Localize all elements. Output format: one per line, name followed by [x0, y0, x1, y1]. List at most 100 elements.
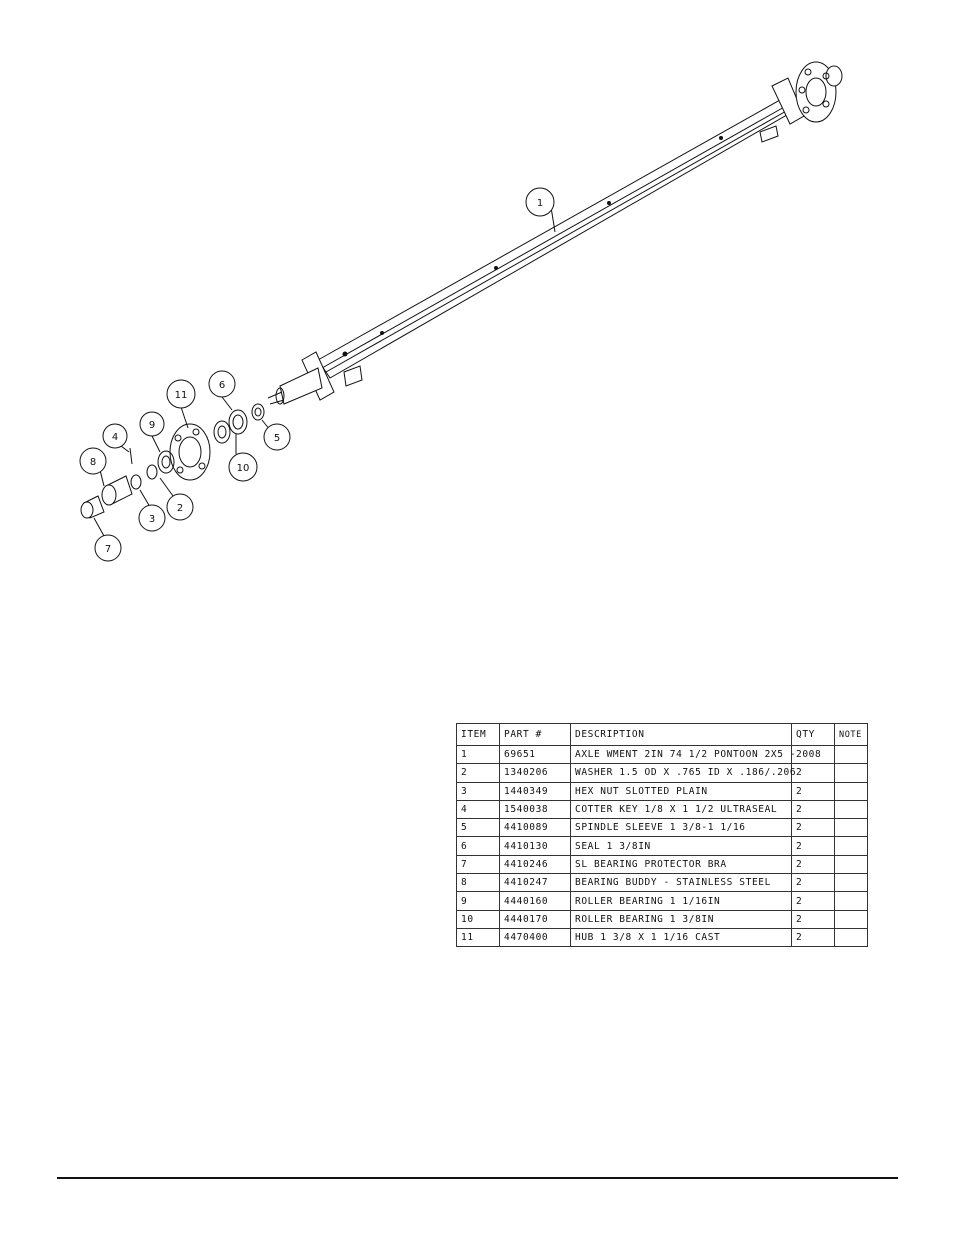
svg-text:7: 7 [105, 544, 111, 555]
table-row: 5 4410089 SPINDLE SLEEVE 1 3/8-1 1/16 2 [456, 818, 868, 838]
bom-description: ROLLER BEARING 1 1/16IN [570, 891, 792, 911]
bom-note [834, 818, 868, 838]
callout-3: 3 [138, 504, 166, 532]
bom-part: 4470400 [499, 927, 571, 948]
table-row: 10 4440170 ROLLER BEARING 1 3/8IN 2 [456, 909, 868, 929]
bom-description: SEAL 1 3/8IN [570, 836, 792, 856]
callout-8: 8 [79, 447, 107, 475]
bom-header-item: ITEM [456, 723, 500, 746]
table-row: 3 1440349 HEX NUT SLOTTED PLAIN 2 [456, 781, 868, 801]
svg-text:3: 3 [149, 514, 155, 525]
bom-part: 4410247 [499, 873, 571, 893]
bom-item: 1 [456, 744, 500, 765]
bom-part: 4410130 [499, 836, 571, 856]
svg-text:10: 10 [237, 463, 250, 474]
table-row: 9 4440160 ROLLER BEARING 1 1/16IN 2 [456, 891, 868, 911]
bom-description: HEX NUT SLOTTED PLAIN [570, 781, 792, 801]
table-row: 11 4470400 HUB 1 3/8 X 1 1/16 CAST 2 [456, 927, 868, 948]
bom-part: 1340206 [499, 763, 571, 783]
bom-qty: 2 [791, 891, 835, 911]
callout-11: 11 [166, 379, 196, 409]
bom-note [834, 873, 868, 893]
svg-text:4: 4 [112, 432, 118, 443]
left-spindle-assembly [267, 351, 363, 405]
bom-note [834, 763, 868, 783]
bom-description: AXLE WMENT 2IN 74 1/2 PONTOON 2X5 - [570, 744, 796, 765]
bom-item: 11 [456, 927, 500, 948]
svg-text:8: 8 [90, 457, 96, 468]
bom-description: HUB 1 3/8 X 1 1/16 CAST [570, 927, 792, 948]
bom-header-part: PART # [499, 723, 571, 746]
bom-part: 4440160 [499, 891, 571, 911]
bom-item: 7 [456, 854, 500, 875]
callout-5: 5 [263, 423, 291, 451]
svg-text:9: 9 [149, 420, 155, 431]
bom-qty: 2 [791, 799, 835, 820]
bom-note [834, 927, 868, 948]
bom-note [834, 891, 868, 911]
svg-text:1: 1 [537, 198, 543, 209]
bom-note [834, 909, 868, 929]
bom-note [834, 854, 868, 875]
bom-header-row: ITEM PART # DESCRIPTION QTY NOTE [456, 723, 868, 746]
table-row: 8 4410247 BEARING BUDDY - STAINLESS STEE… [456, 873, 868, 893]
bom-item: 6 [456, 836, 500, 856]
bom-item: 2 [456, 763, 500, 783]
bom-item: 9 [456, 891, 500, 911]
bom-part: 69651 [499, 744, 571, 765]
svg-text:2: 2 [177, 503, 183, 514]
bom-note [834, 799, 868, 820]
bom-header-description: DESCRIPTION [570, 723, 792, 746]
callout-4: 4 [102, 423, 128, 449]
bom-qty: 2 [791, 781, 835, 801]
bom-description: SPINDLE SLEEVE 1 3/8-1 1/16 [570, 818, 792, 838]
bom-header-qty: QTY [791, 723, 835, 746]
bom-qty: 2008 [791, 744, 835, 765]
table-row: 2 1340206 WASHER 1.5 OD X .765 ID X .186… [456, 763, 868, 783]
callout-balloons: 1 11 6 9 4 8 5 10 2 3 7 [79, 187, 555, 562]
bom-item: 3 [456, 781, 500, 801]
bom-qty: 2 [791, 873, 835, 893]
bom-header-note: NOTE [834, 723, 868, 746]
bom-description: BEARING BUDDY - STAINLESS STEEL [570, 873, 792, 893]
bom-part: 4440170 [499, 909, 571, 929]
bom-part: 1440349 [499, 781, 571, 801]
bom-item: 8 [456, 873, 500, 893]
callout-10: 10 [228, 452, 258, 482]
table-row: 6 4410130 SEAL 1 3/8IN 2 [456, 836, 868, 856]
callout-6: 6 [208, 370, 236, 398]
bill-of-materials-table: ITEM PART # DESCRIPTION QTY NOTE 1 69651… [456, 723, 868, 948]
bom-note [834, 781, 868, 801]
callout-2: 2 [166, 493, 194, 521]
bom-item: 10 [456, 909, 500, 929]
bom-qty: 2 [791, 836, 835, 856]
bom-note [834, 836, 868, 856]
callout-9: 9 [139, 411, 165, 437]
svg-text:5: 5 [274, 433, 280, 444]
bom-description: SL BEARING PROTECTOR BRA [570, 854, 792, 875]
exploded-parts [80, 403, 265, 519]
footer-rule [57, 1177, 898, 1179]
axle-tube [317, 99, 793, 379]
callout-1: 1 [525, 187, 555, 217]
callout-7: 7 [94, 534, 122, 562]
bom-qty: 2 [791, 818, 835, 838]
bom-qty: 2 [791, 854, 835, 875]
bom-part: 4410089 [499, 818, 571, 838]
leader-lines [93, 206, 556, 537]
bom-part: 1540038 [499, 799, 571, 820]
bom-description: ROLLER BEARING 1 3/8IN [570, 909, 792, 929]
bom-description: WASHER 1.5 OD X .765 ID X .186/.206 [570, 763, 796, 783]
right-hub-assembly [759, 61, 843, 143]
bom-qty: 2 [791, 763, 835, 783]
table-row: 1 69651 AXLE WMENT 2IN 74 1/2 PONTOON 2X… [456, 744, 868, 765]
bom-description: COTTER KEY 1/8 X 1 1/2 ULTRASEAL [570, 799, 792, 820]
svg-text:6: 6 [219, 380, 225, 391]
bom-qty: 2 [791, 909, 835, 929]
svg-text:11: 11 [175, 390, 188, 401]
bom-item: 4 [456, 799, 500, 820]
bom-item: 5 [456, 818, 500, 838]
table-row: 7 4410246 SL BEARING PROTECTOR BRA 2 [456, 854, 868, 875]
table-row: 4 1540038 COTTER KEY 1/8 X 1 1/2 ULTRASE… [456, 799, 868, 820]
